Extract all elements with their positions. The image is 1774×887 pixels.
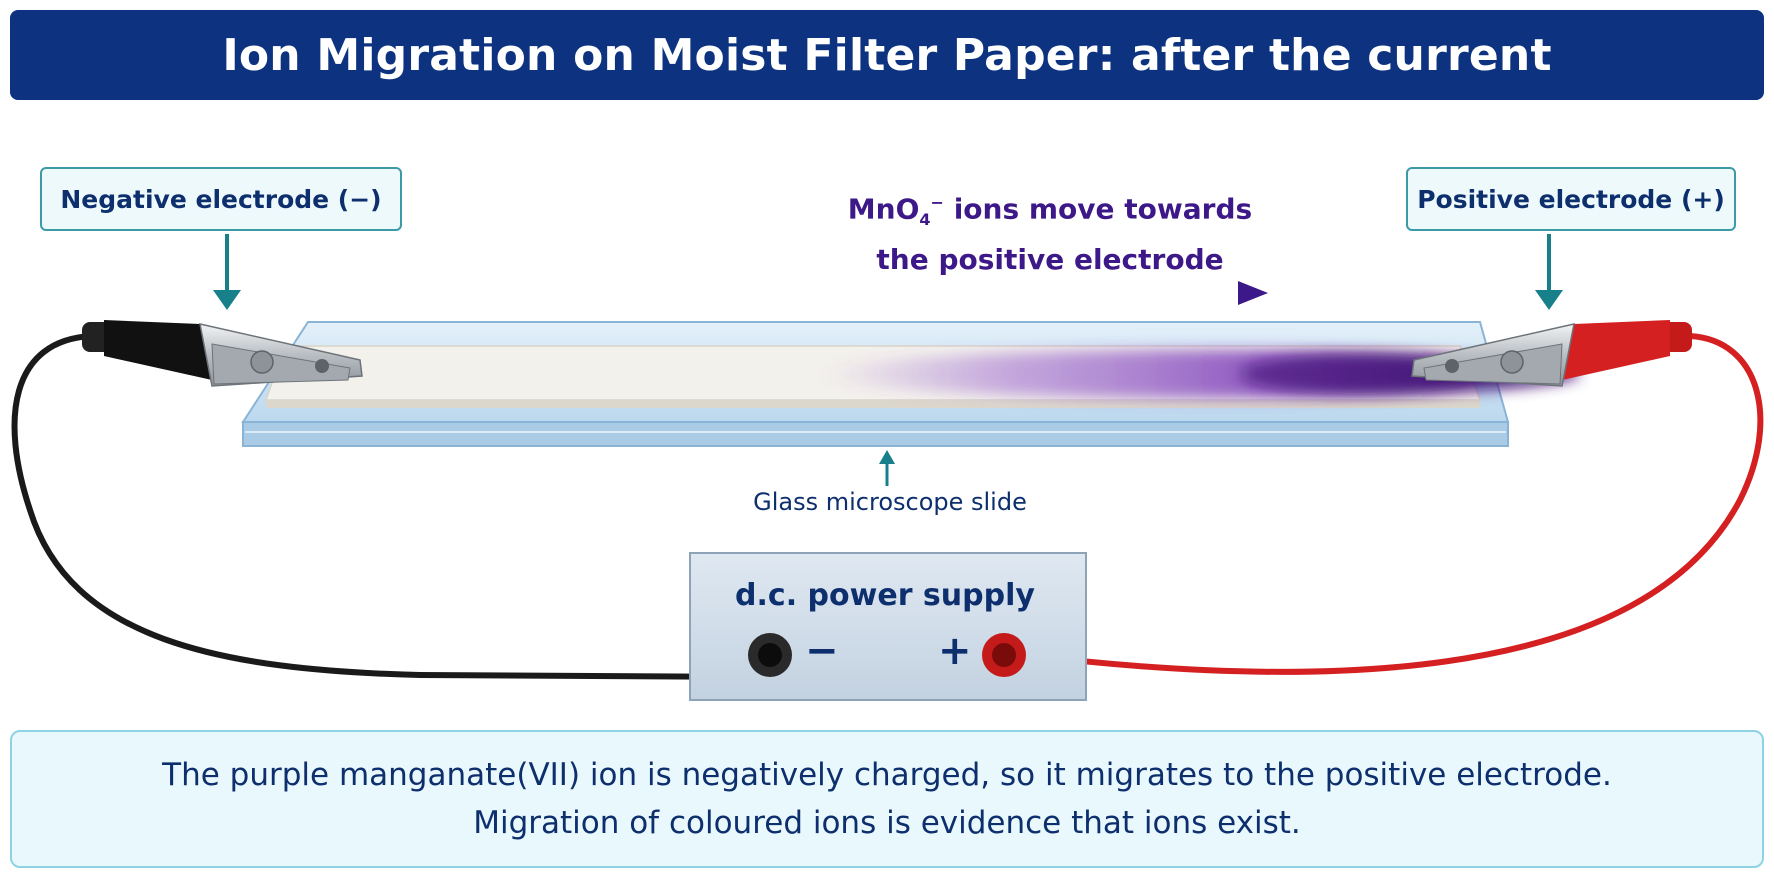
note-line-2: Migration of coloured ions is evidence t… [473,805,1301,841]
ion-line1-rest: ions move towards [943,192,1253,226]
arrow-up-icon [879,450,895,486]
negative-wire [11,333,773,680]
page-title: Ion Migration on Moist Filter Paper: aft… [10,10,1764,100]
power-supply-box [689,552,1087,701]
ion-movement-label: MnO4− ions move towards the positive ele… [830,183,1270,280]
ion-superscript: − [930,193,944,212]
positive-wire [999,333,1764,675]
alligator-clip-black-icon [82,320,363,387]
ion-subscript: 4 [919,209,931,229]
ion-label-line2: the positive electrode [876,242,1224,276]
positive-terminal-sign: + [938,628,972,674]
arrow-down-icon [213,234,241,310]
arrow-down-icon [1535,234,1563,310]
positive-electrode-label: Positive electrode (+) [1406,167,1736,231]
alligator-clip-red-icon [1411,320,1692,387]
ion-formula: MnO [847,192,920,226]
explanation-note: The purple manganate(VII) ion is negativ… [10,730,1764,868]
negative-terminal-icon [748,633,792,677]
note-line-1: The purple manganate(VII) ion is negativ… [162,757,1612,793]
arrow-right-icon [962,281,1268,305]
ion-label-line1: MnO4− ions move towards [830,183,1270,240]
negative-terminal-sign: − [805,628,839,674]
slide-label: Glass microscope slide [753,488,1027,516]
power-supply-title: d.c. power supply [735,578,1035,613]
negative-electrode-label: Negative electrode (−) [40,167,402,231]
positive-terminal-icon [982,633,1026,677]
